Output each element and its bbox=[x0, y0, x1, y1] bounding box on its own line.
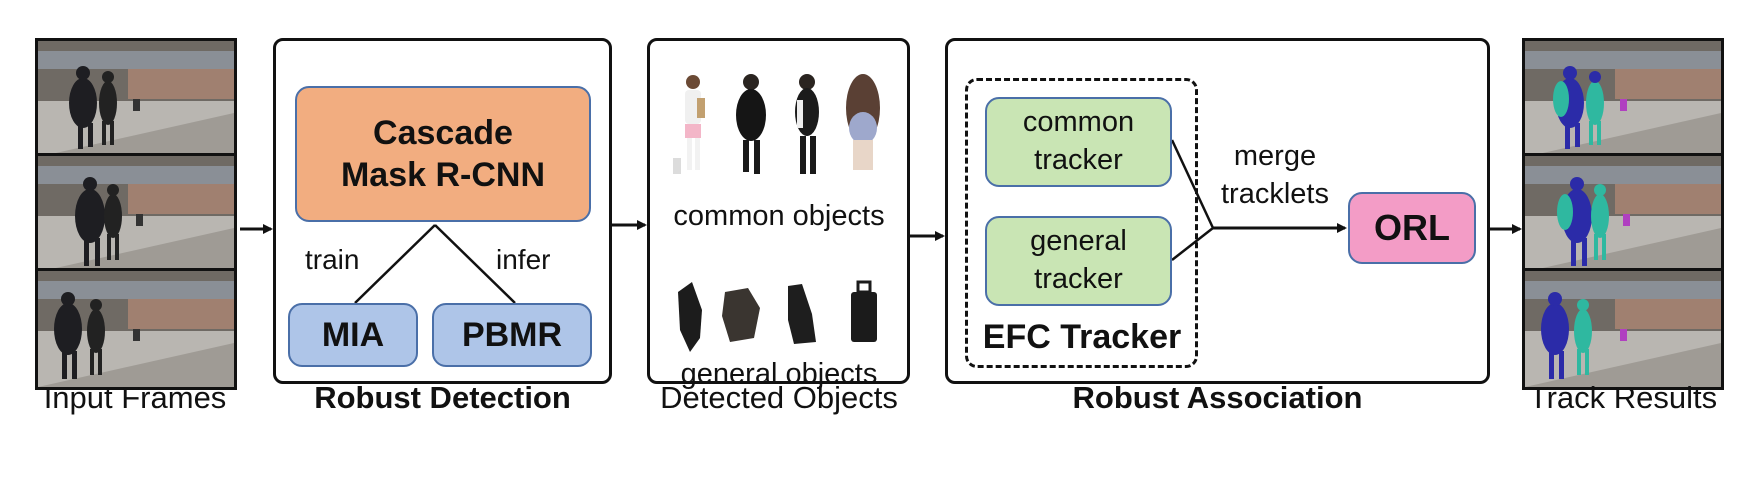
object-crop-4 bbox=[851, 280, 877, 342]
track-results-caption: Track Results bbox=[1528, 380, 1718, 415]
merge-line-general bbox=[1171, 227, 1214, 261]
efc-tracker-label: EFC Tracker bbox=[976, 318, 1188, 357]
detected-objects-caption: Detected Objects bbox=[660, 380, 898, 415]
train-branch-line bbox=[354, 224, 436, 304]
merge-tracklets-label: merge tracklets bbox=[1221, 140, 1329, 210]
person-crop-4 bbox=[846, 74, 880, 170]
input-frames-caption: Input Frames bbox=[43, 380, 227, 415]
robust-association-panel bbox=[945, 38, 1490, 384]
detected-objects-panel bbox=[647, 38, 910, 384]
infer-label: infer bbox=[496, 244, 551, 275]
efc-tracker-group bbox=[965, 78, 1198, 368]
train-label: train bbox=[305, 244, 360, 275]
track-result-frame-3 bbox=[1522, 268, 1724, 390]
mia-box: MIA bbox=[288, 303, 418, 367]
robust-detection-panel bbox=[273, 38, 612, 384]
common-objects-crops bbox=[673, 74, 880, 174]
track-result-frame-2 bbox=[1522, 153, 1724, 275]
track-result-frame-1 bbox=[1522, 38, 1724, 160]
person-crop-1 bbox=[673, 75, 705, 174]
object-crop-3 bbox=[788, 284, 816, 344]
pbmr-box: PBMR bbox=[432, 303, 592, 367]
input-frame-1 bbox=[35, 38, 237, 160]
general-tracker-box: general tracker bbox=[985, 216, 1172, 306]
common-objects-label: common objects bbox=[673, 200, 885, 232]
person-crop-2 bbox=[736, 74, 766, 174]
common-tracker-box: common tracker bbox=[985, 97, 1172, 187]
merge-line-common bbox=[1170, 139, 1215, 229]
input-frame-2 bbox=[35, 153, 237, 275]
person-crop-3 bbox=[795, 74, 819, 174]
object-crop-1 bbox=[678, 282, 702, 352]
robust-association-caption: Robust Association bbox=[1072, 380, 1363, 415]
input-frame-3 bbox=[35, 268, 237, 390]
robust-detection-caption: Robust Detection bbox=[314, 380, 571, 415]
object-crop-2 bbox=[722, 288, 760, 342]
general-objects-label: general objects bbox=[680, 358, 878, 390]
infer-branch-line bbox=[434, 224, 516, 304]
cascade-mask-rcnn-box: Cascade Mask R-CNN bbox=[295, 86, 591, 222]
general-objects-crops bbox=[678, 280, 877, 352]
orl-box: ORL bbox=[1348, 192, 1476, 264]
